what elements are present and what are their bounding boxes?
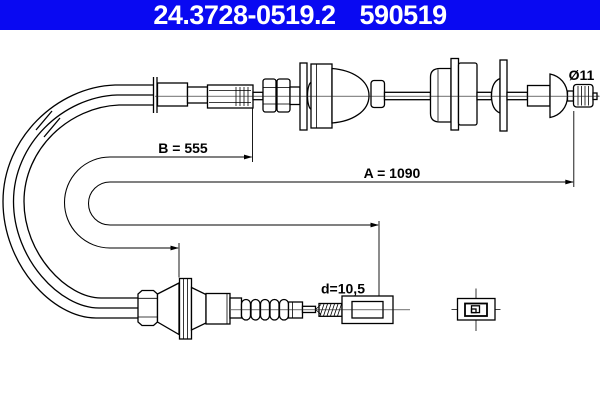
adjuster-nuts (262, 78, 291, 113)
dimension-labels: B = 555 A = 1090 d=10,5 Ø11 (158, 67, 594, 297)
label-dim-d: d=10,5 (321, 281, 365, 297)
dimension-A (87, 111, 575, 296)
firewall-grommet (429, 57, 478, 131)
catalog-number: 590519 (359, 0, 448, 30)
header-bar: 24.3728-0519.2 590519 (0, 0, 600, 30)
bottom-end-fitting (137, 277, 410, 340)
retaining-clip (451, 288, 501, 331)
sheath-clamp-nut (137, 289, 159, 327)
flange-disc (178, 277, 193, 340)
part-number: 24.3728-0519.2 (153, 0, 336, 30)
cable-nipple-end (526, 73, 600, 119)
sleeve-marks (35, 110, 61, 138)
label-diameter: Ø11 (569, 67, 595, 83)
dimension-B (63, 108, 253, 278)
label-dim-b: B = 555 (158, 140, 208, 156)
cable-sheath (2, 84, 153, 319)
label-dim-a: A = 1090 (364, 165, 421, 181)
top-end-fitting (152, 57, 600, 132)
washer-disc (490, 59, 508, 132)
